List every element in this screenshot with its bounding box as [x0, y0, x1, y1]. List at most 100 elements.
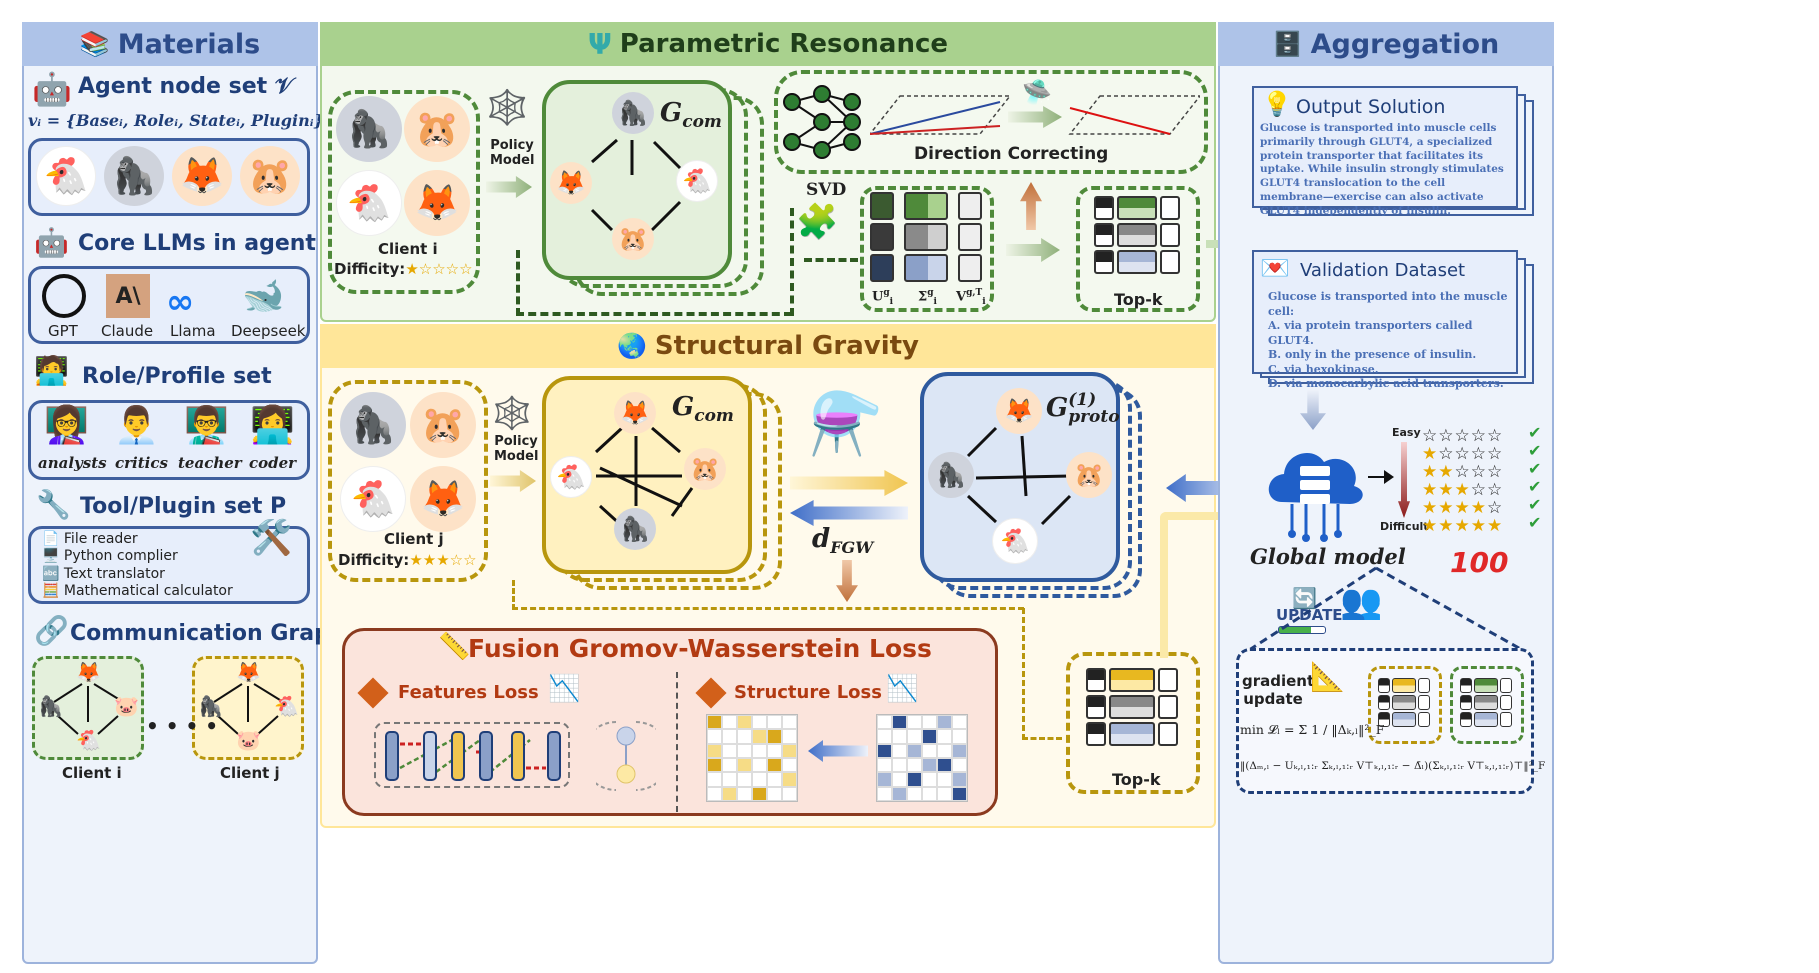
- structure-cell: [722, 786, 737, 801]
- client-j-hamster: 🐹: [410, 392, 476, 458]
- gradient-ruler-icon: 📐: [1310, 660, 1345, 693]
- arrow-topk-to-global: [1160, 512, 1256, 658]
- deepseek-icon: 🐋: [242, 276, 285, 316]
- analyst-icon: 👩‍🏫: [44, 405, 89, 446]
- gcom-gorilla: 🦍: [612, 92, 654, 134]
- difficult-label: Difficult: [1380, 520, 1429, 533]
- update-progress-bar: [1278, 626, 1326, 634]
- topk-cell: [1160, 223, 1180, 247]
- structure-cell: [877, 786, 892, 801]
- output-text: Glucose is transported into muscle cells…: [1260, 122, 1504, 217]
- neural-net-icon: [780, 84, 864, 160]
- fox-avatar: 🦊: [172, 146, 232, 206]
- gpt-icon: [42, 274, 86, 318]
- structure-cell: [922, 772, 937, 787]
- flask-icon: ⚗️: [808, 389, 883, 459]
- network-icon: 🔗: [34, 614, 69, 647]
- grad-cell: [1392, 678, 1416, 693]
- star-row-5: ★★★★☆: [1422, 498, 1504, 518]
- structure-cell: [782, 772, 797, 787]
- structure-cell: [952, 715, 967, 730]
- validation-line-1: A. via protein transporters called GLUT4…: [1268, 319, 1473, 347]
- role-critics: critics: [115, 454, 168, 472]
- aggregation-title: Aggregation: [1310, 28, 1500, 60]
- structure-cell: [922, 743, 937, 758]
- topk-cell: [1158, 722, 1178, 746]
- comm-chicken-icon: 🐔: [76, 728, 101, 752]
- structure-cell: [937, 715, 952, 730]
- topk-cell: [1086, 695, 1106, 719]
- u-cell: [870, 192, 894, 220]
- structure-cell: [782, 743, 797, 758]
- v-label: Vg,Ti: [956, 288, 986, 307]
- comm-gorilla-icon: 🦍: [38, 694, 63, 718]
- easy-label: Easy: [1392, 426, 1421, 439]
- structure-cell: [952, 729, 967, 744]
- structure-cell: [782, 729, 797, 744]
- grad-cell: [1392, 695, 1416, 710]
- people-sync-icon: 👥: [1340, 582, 1383, 622]
- comm-client-j-label: Client j: [220, 764, 280, 782]
- grad-cell: [1378, 678, 1390, 693]
- structure-cell: [767, 729, 782, 744]
- structure-cell: [877, 757, 892, 773]
- coder-icon: 👩‍💻: [250, 405, 295, 446]
- gproto-hamster: 🐹: [1066, 452, 1112, 498]
- structure-loss-label: Structure Loss: [734, 682, 882, 703]
- grad-cell: [1474, 712, 1498, 727]
- robot-icon: 🤖: [32, 70, 72, 108]
- difficulty-stars-i: ★☆☆☆☆: [405, 260, 473, 278]
- sigma-cell: [904, 223, 948, 251]
- wrench-icon: 🔧: [36, 488, 71, 521]
- comm-chicken-icon-j: 🐔: [274, 694, 299, 718]
- grad-matrix-green-box: [1450, 666, 1524, 744]
- direction-correcting-label: Direction Correcting: [914, 144, 1109, 164]
- svd-label: SVD: [806, 180, 847, 200]
- client-j-gorilla: 🦍: [340, 392, 406, 458]
- topk-matrix-bottom: [1086, 668, 1178, 746]
- structural-title: Structural Gravity: [654, 331, 919, 361]
- topk-cell: [1117, 223, 1157, 247]
- grad-cell: [1460, 695, 1472, 710]
- structure-cell: [907, 729, 922, 744]
- structure-matrix-yellow: [706, 714, 798, 802]
- topk-cell: [1094, 250, 1114, 274]
- llama-icon: ∞: [166, 282, 195, 322]
- client-i-difficulty: Difficity:★☆☆☆☆: [334, 260, 473, 278]
- arrow-to-stars: [1368, 476, 1392, 478]
- drone-icon: 🛸: [1022, 78, 1052, 106]
- comm-ellipsis: • • • •: [146, 714, 219, 738]
- structure-cell: [737, 743, 752, 758]
- role-teacher: teacher: [178, 454, 242, 472]
- tool-translator: 🔤 Text translator: [42, 566, 165, 582]
- structure-cell: [877, 715, 892, 730]
- structure-cell: [782, 715, 797, 730]
- grad-cell: [1460, 678, 1472, 693]
- gcom-y-chicken: 🐔: [550, 456, 592, 498]
- structure-cell: [752, 729, 767, 744]
- chip-icon: 🤖: [34, 226, 69, 259]
- file-icon: 📄: [42, 531, 64, 547]
- topk-cell: [1117, 196, 1157, 220]
- neural-net-svg: [783, 85, 861, 159]
- aggregation-header: 🗄️ Aggregation: [1218, 22, 1554, 66]
- structure-cell: [907, 772, 922, 787]
- structure-cell: [877, 743, 892, 758]
- arrow-left-structure: [808, 740, 868, 762]
- validation-card: Glucose is transported into the muscle c…: [1252, 250, 1518, 390]
- structure-cell: [707, 786, 722, 801]
- structure-cell: [737, 757, 752, 773]
- parametric-title: Parametric Resonance: [619, 29, 949, 59]
- structure-cell: [782, 786, 797, 801]
- structure-cell: [707, 772, 722, 787]
- grad-cell: [1474, 695, 1498, 710]
- validation-line-4: D. via monocarbylic acid transporters.: [1268, 377, 1504, 390]
- blueprint-icon: 🛠️: [250, 518, 293, 558]
- server-rack-icon: 🗄️: [1272, 30, 1303, 58]
- features-node-pair: [596, 721, 656, 791]
- gcom-fox: 🦊: [550, 162, 592, 204]
- envelope-icon: 💌: [1260, 254, 1290, 282]
- validation-line-2: B. only in the presence of insulin.: [1268, 348, 1477, 361]
- comm-fox-icon: 🦊: [76, 660, 101, 684]
- tool-python: 🖥️ Python complier: [42, 548, 178, 564]
